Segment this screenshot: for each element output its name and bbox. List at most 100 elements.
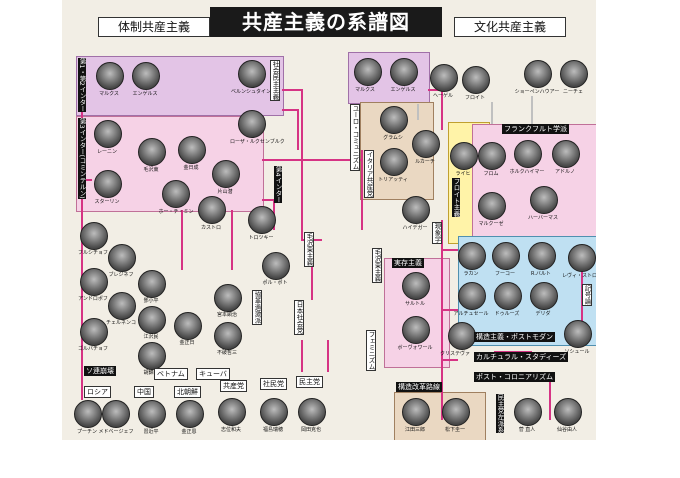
name-matsushita: 松下圭一 <box>444 427 465 433</box>
kaikaku-label: 構造改革路線 <box>396 382 442 392</box>
name-eda: 江田三郎 <box>404 427 425 433</box>
name-adorno: アドルノ <box>554 169 575 175</box>
name-hegel: ヘーゲル <box>432 93 453 99</box>
vietnam-label: ベトナム <box>154 368 188 380</box>
portrait-pol-pot <box>262 252 290 280</box>
portrait-putin <box>74 400 102 428</box>
shakai-label: 社会民主主義 <box>270 60 280 101</box>
eurocomm-label: ユーロ・コミュニズム <box>350 104 360 171</box>
portrait-deleuze <box>494 282 522 310</box>
portrait-hu <box>138 342 166 370</box>
portrait-lukacs <box>412 130 440 158</box>
name-kristeva: クリステヴァ <box>439 351 470 357</box>
shaminto-label: 社民党 <box>260 378 287 390</box>
name-mao: 毛沢東 <box>143 167 159 173</box>
minshu-label: 民主党左派系 <box>496 394 504 433</box>
portrait-andropov <box>80 268 108 296</box>
genshogaku-label: 現象学 <box>432 222 442 244</box>
russia-label: ロシア <box>84 386 111 398</box>
name-freud: フロイト <box>464 95 485 101</box>
portrait-lenin <box>94 120 122 148</box>
name-foucault: フーコー <box>494 271 515 277</box>
portrait-jiang <box>138 306 166 334</box>
nkorea-label: 北朝鮮 <box>174 386 201 398</box>
name-gramsci: グラムシ <box>383 135 403 141</box>
name-kim-il-sung: 金日成 <box>183 165 199 171</box>
name-bernstein: ベルンシュタイン <box>231 89 271 95</box>
portrait-okada <box>298 398 326 426</box>
portrait-hegel <box>430 64 458 92</box>
portrait-chernenko <box>108 292 136 320</box>
name-deleuze: ドゥルーズ <box>494 311 520 317</box>
portrait-eda <box>402 398 430 426</box>
name-engels-right: エンゲルス <box>390 87 416 93</box>
kigoron-label: 記号論 <box>582 284 592 306</box>
portrait-freud <box>462 66 490 94</box>
name-shii: 志位和夫 <box>220 427 241 433</box>
portrait-kan <box>514 398 542 426</box>
name-katayama: 片山潜 <box>217 189 233 195</box>
portrait-nietzsche <box>560 60 588 88</box>
name-nietzsche: ニーチェ <box>562 89 583 95</box>
name-kim-jong-un: 金正恩 <box>181 429 197 435</box>
portrait-sengoku <box>554 398 582 426</box>
name-miyamoto: 宮本顕治 <box>216 312 237 318</box>
portrait-shii <box>218 398 246 426</box>
portrait-adorno <box>552 140 580 168</box>
minshuto-label: 民主党 <box>296 376 323 388</box>
portrait-xi <box>138 400 166 428</box>
feminism-label: フェミニズム <box>366 330 376 371</box>
china-label: 中国 <box>134 386 154 398</box>
portrait-foucault <box>492 242 520 270</box>
portrait-ho-chi-minh <box>162 180 190 208</box>
freud-left-label: フロイト主義 <box>452 178 460 217</box>
name-andropov: アンドロポフ <box>78 296 108 302</box>
portrait-beauvoir <box>402 316 430 344</box>
left-header: 体制共産主義 <box>98 17 210 37</box>
portrait-engels <box>132 62 160 90</box>
name-chernenko: チェルネンコ <box>105 320 136 326</box>
portrait-matsushita <box>442 398 470 426</box>
name-kim-jong-il: 金正日 <box>179 340 195 346</box>
portrait-lacan <box>458 242 486 270</box>
lineage-lines <box>81 70 583 420</box>
name-fukushima: 福島瑞穂 <box>262 427 283 433</box>
genealogy-chart: 共産主義の系譜図 体制共産主義 文化共産主義 <box>62 0 596 440</box>
portrait-miyamoto <box>214 284 242 312</box>
portrait-marx-right <box>354 58 382 86</box>
name-khrushchev: フルシチョフ <box>77 250 108 256</box>
jitsuzon-label: 実存主義 <box>392 258 424 268</box>
name-fromm: フロム <box>483 171 499 177</box>
portrait-khrushchev <box>80 222 108 250</box>
mao-label: 毛沢東主義 <box>304 232 314 267</box>
portrait-althusser <box>458 282 486 310</box>
soren-label: ソ連崩壊 <box>84 366 116 376</box>
name-stalin: スターリン <box>94 199 120 205</box>
name-togliatti: トリアッティ <box>378 177 408 183</box>
name-trotsky: トロツキー <box>248 235 274 241</box>
cultural-label: カルチュラル・スタディーズ <box>474 352 569 362</box>
name-marx: マルクス <box>99 91 119 97</box>
kyosanto-label: 共産党 <box>220 380 247 392</box>
name-brezhnev: ブレジネフ <box>108 272 134 278</box>
name-heidegger: ハイデガー <box>402 225 428 231</box>
portrait-barthes <box>528 242 556 270</box>
portrait-brezhnev <box>108 244 136 272</box>
portrait-kristeva <box>448 322 476 350</box>
intl12-label: 第1・第2インター <box>78 58 86 112</box>
portrait-heidegger <box>402 196 430 224</box>
portrait-mao <box>138 138 166 166</box>
portrait-fukushima <box>260 398 288 426</box>
name-okada: 岡田克也 <box>300 427 321 433</box>
portrait-medvedev <box>102 400 130 428</box>
portrait-trotsky <box>248 206 276 234</box>
portrait-gramsci <box>380 106 408 134</box>
name-habermas: ハーバーマス <box>528 215 558 221</box>
portrait-schopenhauer <box>524 60 552 88</box>
portrait-engels-right <box>390 58 418 86</box>
name-derrida: デリダ <box>535 311 551 317</box>
name-lacan: ラカン <box>463 271 479 277</box>
cuba-label: キューバ <box>196 368 230 380</box>
name-engels: エンゲルス <box>132 91 158 97</box>
